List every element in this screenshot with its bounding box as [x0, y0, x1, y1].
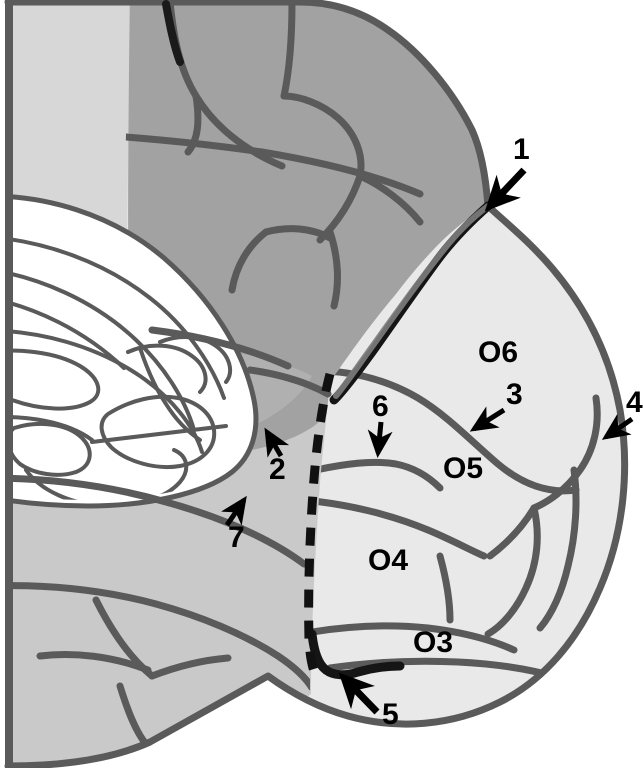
dark-light-boundary-gray-outer — [333, 203, 491, 399]
callout-6-label: 6 — [372, 390, 389, 423]
section-outline-stroke — [4, 0, 629, 768]
callout-7-arrow — [221, 495, 247, 527]
callout-2: 2 — [264, 427, 290, 486]
region-label-o6: O6 — [478, 336, 518, 369]
callout-7: 7 — [221, 495, 247, 554]
sulcus-o5-o4 — [310, 496, 488, 560]
region-label-o3: O3 — [413, 626, 453, 659]
sulcus-o4-o3 — [310, 622, 518, 654]
callout-3-arrow — [469, 406, 506, 432]
callout-7-label: 7 — [228, 521, 245, 554]
callout-1: 1 — [484, 133, 530, 212]
top-notch-black-accent — [162, 0, 184, 66]
callout-5: 5 — [338, 672, 399, 731]
callout-1-label: 1 — [513, 133, 530, 166]
callout-5-arrow — [338, 672, 380, 715]
callout-1-arrow — [484, 167, 527, 212]
sulcus-o6-o5 — [310, 367, 580, 495]
dashed-areal-border — [304, 372, 335, 679]
callout-4-arrow — [601, 413, 634, 440]
callout-4: 4 — [601, 386, 643, 440]
sulcus-lateral-4 — [530, 394, 601, 512]
region-label-group: O6 O5 O4 O3 — [368, 336, 518, 659]
region-label-o5: O5 — [443, 452, 483, 485]
light-occipital-lobe-region — [312, 206, 625, 726]
callout-6: 6 — [367, 390, 393, 458]
sulcus-o5-short — [312, 458, 444, 492]
brain-section-body — [4, 0, 629, 768]
callout-6-arrow — [367, 421, 393, 458]
region-label-o4: O4 — [368, 544, 408, 577]
callout-2-label: 2 — [269, 453, 286, 486]
callout-3-label: 3 — [506, 378, 523, 411]
occipital-lobe-sulci — [310, 367, 601, 682]
callout-2-arrow — [264, 427, 290, 458]
white-matter-internal-structures — [8, 234, 233, 500]
callout-3: 3 — [469, 378, 523, 432]
callout-5-label: 5 — [382, 698, 399, 731]
callout-4-label: 4 — [626, 386, 643, 419]
callout-group: 1 2 3 4 5 — [221, 133, 643, 731]
